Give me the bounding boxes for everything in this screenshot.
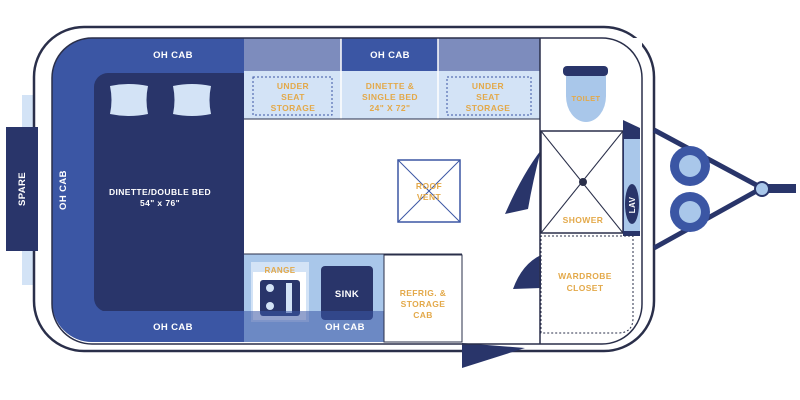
range-burner-bar — [286, 283, 292, 313]
sink-label: SINK — [335, 289, 359, 300]
pillow-icon — [173, 84, 211, 116]
wardrobe-closet-line: WARDROBE — [558, 271, 612, 281]
spare-tire — [6, 127, 38, 251]
oh-cab-top-left-segment — [244, 38, 341, 71]
oh-cab-top-right-segment — [438, 38, 540, 71]
oh-cab-bottom-left-segment — [92, 311, 244, 342]
toilet-icon — [566, 76, 606, 122]
roof-vent-line: ROOF — [416, 181, 442, 191]
wardrobe-closet-outline — [540, 235, 634, 334]
dinette-bed-label: DINETTE/DOUBLE BED — [109, 187, 211, 197]
under-seat-storage-2-line: STORAGE — [466, 103, 511, 113]
oh-cab-bottom-mid-segment — [244, 311, 384, 342]
roof-vent-diagonal — [397, 159, 461, 223]
under-seat-storage-2-area — [438, 71, 540, 119]
refrig-storage-cab — [383, 254, 463, 343]
shower-drain-icon — [579, 178, 587, 186]
propane-tank-valve — [679, 155, 701, 177]
roof-vent-line: VENT — [417, 192, 442, 202]
under-seat-storage-2-line: UNDER — [472, 81, 504, 91]
spare-label: SPARE — [17, 172, 28, 206]
bath-door — [505, 150, 541, 214]
dinette-double-bed — [94, 73, 244, 312]
toilet-label: TOILET — [572, 94, 601, 103]
lav-label: LAV — [628, 196, 637, 213]
oh-cab-top-mid-label: OH CAB — [370, 50, 410, 61]
under-seat-storage-1-line: UNDER — [277, 81, 309, 91]
oh-cab-top-mid-segment — [341, 38, 438, 71]
hitch-coupler — [758, 184, 796, 193]
range-burner-icon — [266, 302, 274, 310]
closet-door-upper — [513, 255, 541, 289]
under-seat-storage-1-area — [244, 71, 341, 119]
dinette-single-bed-line: DINETTE & — [366, 81, 414, 91]
propane-tank-valve — [679, 201, 701, 223]
refrig-storage-line: REFRIG. & — [400, 288, 447, 298]
range-burner-icon — [266, 284, 274, 292]
range-cooktop — [260, 280, 300, 316]
hitch-ball-icon — [754, 181, 770, 197]
dinette-bed-dims: 54" x 76" — [140, 198, 180, 208]
under-seat-storage-1-outline — [252, 76, 333, 116]
under-seat-storage-1-line: SEAT — [281, 92, 305, 102]
oh-cab-left-label: OH CAB — [58, 170, 69, 210]
pillow-icon — [110, 84, 148, 116]
dinette-single-bed-area — [341, 71, 438, 119]
wardrobe-closet-line: CLOSET — [567, 283, 604, 293]
under-seat-storage-2-outline — [446, 76, 532, 116]
shower-label: SHOWER — [563, 215, 604, 225]
dinette-single-bed-dims: 24" X 72" — [370, 103, 411, 113]
lav-sink-icon — [625, 184, 639, 224]
oh-cab-bottom-mid-label: OH CAB — [325, 322, 365, 333]
under-seat-storage-2-line: SEAT — [476, 92, 500, 102]
dinette-single-bed-line: SINGLE BED — [362, 92, 418, 102]
inner-shell — [51, 37, 643, 345]
refrig-storage-line: STORAGE — [401, 299, 446, 309]
range-label: RANGE — [265, 266, 296, 275]
oh-cab-top-left-label: OH CAB — [153, 50, 193, 61]
under-seat-storage-1-line: STORAGE — [271, 103, 316, 113]
toilet-tank — [563, 66, 608, 76]
oh-cab-bottom-left-label: OH CAB — [153, 322, 193, 333]
refrig-storage-line: CAB — [413, 310, 433, 320]
entry-door — [462, 343, 525, 368]
sink-icon — [321, 266, 373, 320]
